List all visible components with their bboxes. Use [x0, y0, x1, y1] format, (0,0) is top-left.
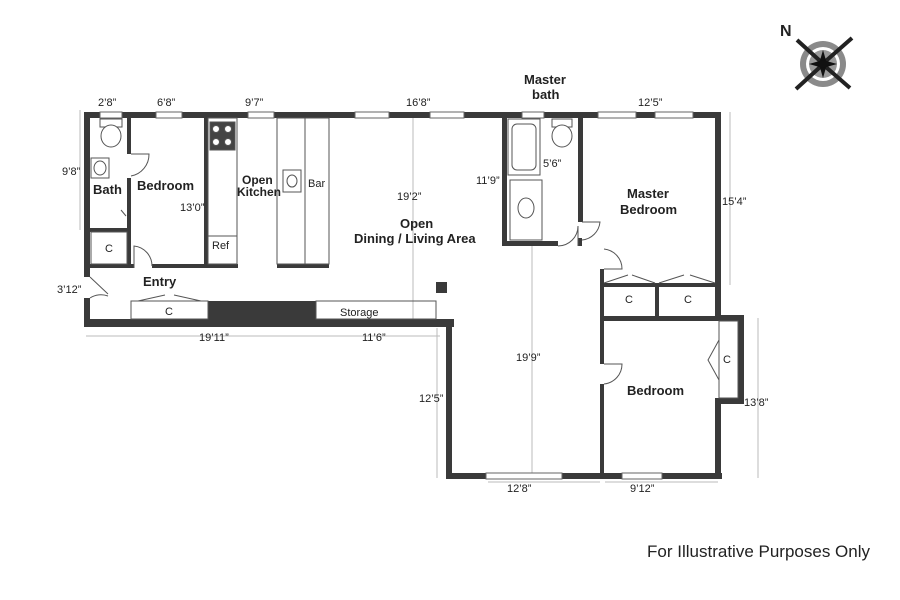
compass-rose-icon	[794, 36, 854, 91]
ref-label: Ref	[212, 240, 230, 252]
master-closet-1-label: C	[625, 294, 633, 306]
dim-master-bath-width: 5’6”	[543, 158, 562, 170]
dim-bath-height: 9’8”	[62, 166, 81, 178]
dim-entry-height: 3’12”	[57, 284, 82, 296]
dim-lower-living-height: 19’9”	[516, 352, 541, 364]
dim-bedroom-height: 13’0”	[180, 202, 205, 214]
dim-kitchen-width: 9’7”	[245, 97, 264, 109]
bar-label: Bar	[308, 178, 325, 190]
bedroom-closet-label: C	[723, 354, 731, 366]
master-bedroom-label-2: Bedroom	[620, 202, 677, 217]
dim-master-bath-height: 11’9”	[476, 175, 500, 187]
entry-closet-label: C	[165, 306, 173, 318]
disclaimer-text: For Illustrative Purposes Only	[647, 542, 870, 561]
bath-label: Bath	[93, 182, 122, 197]
storage-label: Storage	[340, 307, 379, 319]
dim-bottom-mid-width: 11’6”	[362, 332, 386, 344]
doors	[89, 153, 720, 385]
bedroom-right-label: Bedroom	[627, 383, 684, 398]
walls	[84, 112, 744, 479]
master-closet-2-label: C	[684, 294, 692, 306]
open-kitchen-label-1: Open	[242, 173, 273, 187]
master-bedroom-label-1: Master	[627, 186, 669, 201]
dim-master-bedroom-height: 15’4”	[722, 196, 747, 208]
dimension-lines	[79, 110, 759, 483]
fixtures	[90, 117, 739, 399]
dim-bedroom-width: 6’8”	[157, 97, 176, 109]
dim-lower-left-height: 12’5”	[419, 393, 444, 405]
dim-bottom-living-width: 12’8”	[507, 483, 532, 495]
dim-bedroom-right-height: 13’8”	[744, 397, 769, 409]
windows	[99, 111, 694, 480]
living-label-2: Dining / Living Area	[354, 231, 476, 246]
dim-bath-width: 2’8”	[98, 97, 117, 109]
north-label: N	[780, 23, 792, 40]
bedroom-left-label: Bedroom	[137, 178, 194, 193]
living-label-1: Open	[400, 216, 433, 231]
dim-living-width: 16’8”	[406, 97, 431, 109]
dim-bottom-left-width: 19’11”	[199, 332, 229, 344]
master-bath-label-2: bath	[532, 87, 560, 102]
dim-master-bedroom-width: 12’5”	[638, 97, 663, 109]
open-kitchen-label-2: Kitchen	[237, 185, 281, 199]
dim-living-height: 19’2”	[397, 191, 422, 203]
master-bath-label-1: Master	[524, 72, 566, 87]
dim-bottom-bedroom-width: 9’12”	[630, 483, 655, 495]
entry-label: Entry	[143, 274, 177, 289]
bath-closet-label: C	[105, 243, 113, 255]
